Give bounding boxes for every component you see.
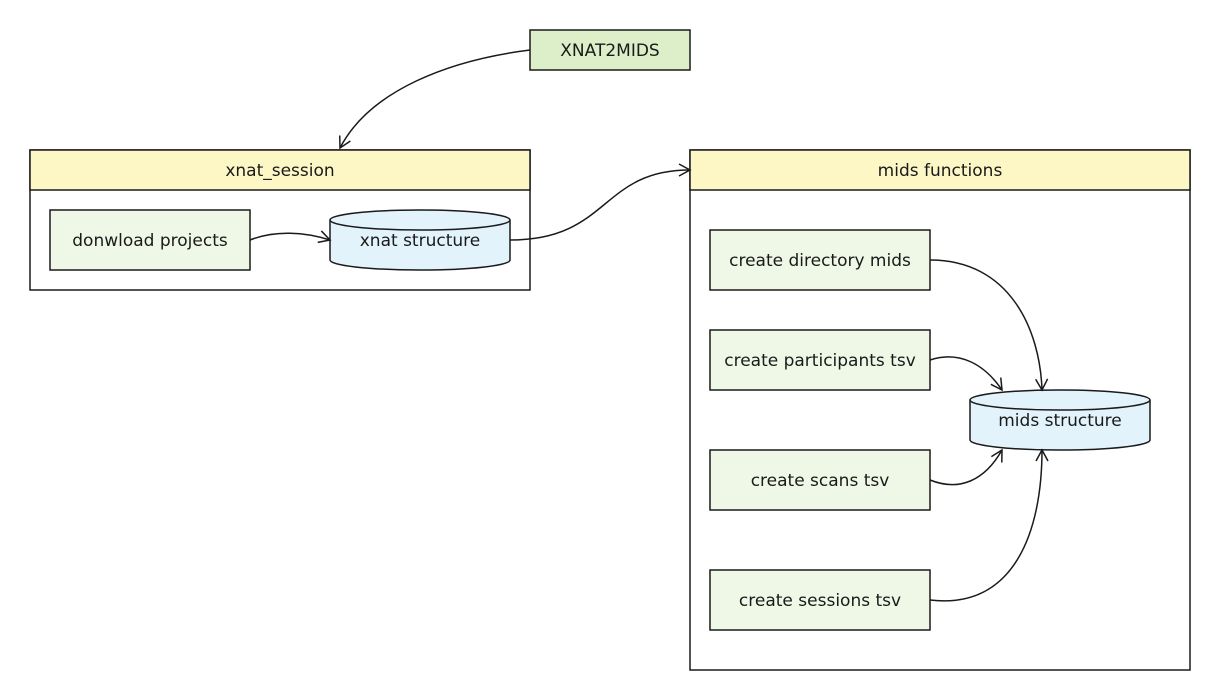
edge-sessions-to-mids-structure <box>929 448 1049 602</box>
edge-download-to-xnat-structure <box>249 230 332 244</box>
xnat-session-title: xnat_session <box>225 161 334 181</box>
create-scans-tsv-label: create scans tsv <box>751 471 890 491</box>
xnat2mids-node: XNAT2MIDS <box>529 29 691 71</box>
create-directory-mids-node: create directory mids <box>709 229 931 291</box>
create-participants-tsv-label: create participants tsv <box>724 351 916 371</box>
xnat2mids-label: XNAT2MIDS <box>560 41 659 61</box>
download-projects-node: donwload projects <box>49 209 251 271</box>
edge-xnat2mids-to-xnat-session <box>338 49 531 150</box>
download-projects-label: donwload projects <box>72 231 228 251</box>
edge-participants-to-mids-structure <box>929 356 1003 392</box>
create-participants-tsv-node: create participants tsv <box>709 329 931 391</box>
edge-directory-to-mids-structure <box>929 259 1049 392</box>
mids-structure-node: mids structure <box>969 389 1151 451</box>
mids-functions-title: mids functions <box>878 161 1003 181</box>
create-sessions-tsv-node: create sessions tsv <box>709 569 931 631</box>
edge-xnat-structure-to-mids-functions <box>509 163 692 241</box>
mids-structure-label: mids structure <box>998 411 1121 431</box>
edge-scans-to-mids-structure <box>929 448 1003 486</box>
create-directory-mids-label: create directory mids <box>729 251 911 271</box>
create-sessions-tsv-label: create sessions tsv <box>739 591 901 611</box>
xnat-structure-label: xnat structure <box>360 231 480 251</box>
xnat-structure-node: xnat structure <box>329 209 511 271</box>
create-scans-tsv-node: create scans tsv <box>709 449 931 511</box>
